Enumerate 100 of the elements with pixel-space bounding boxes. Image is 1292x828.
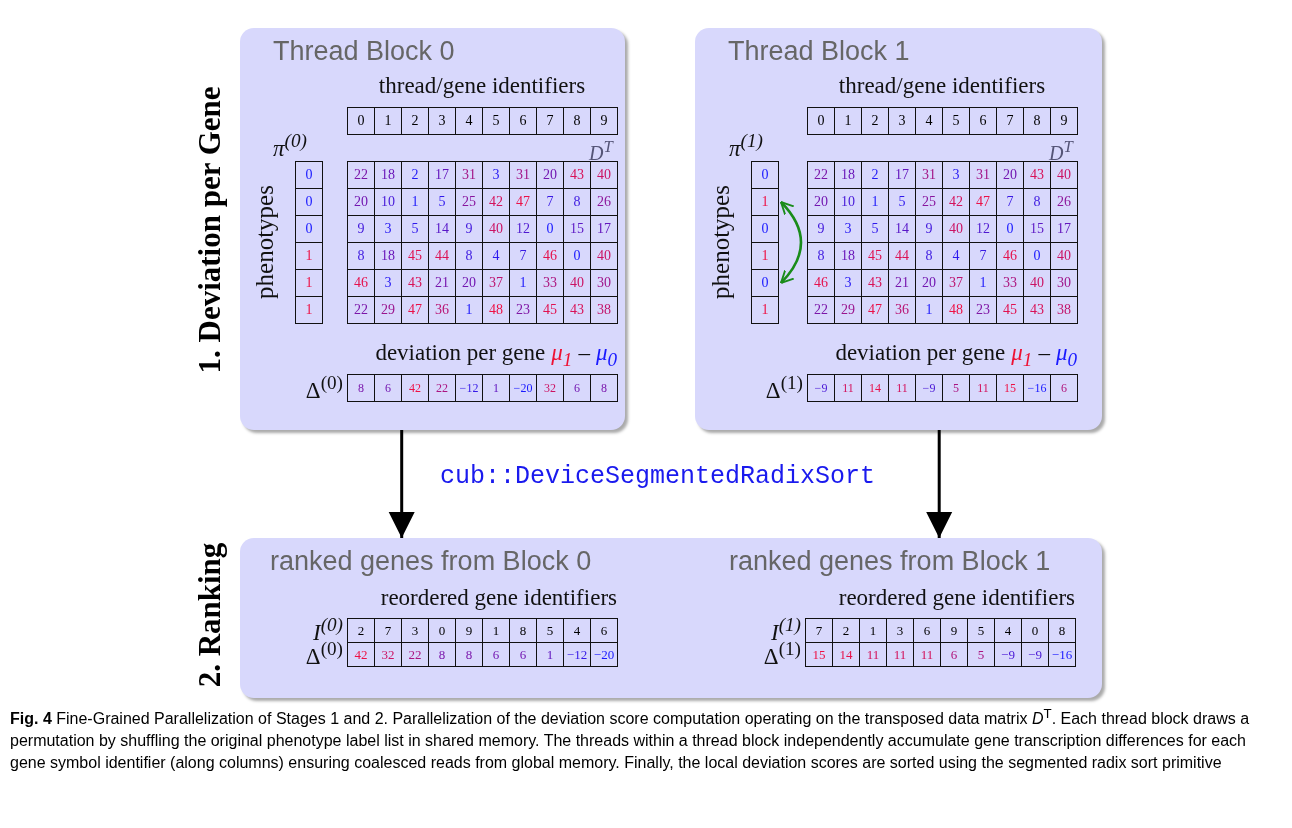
table-cell: −9 <box>915 374 943 402</box>
table-cell: 1 <box>295 296 323 324</box>
thread-block-panel <box>240 28 625 430</box>
table-cell: 7 <box>996 107 1024 135</box>
table-cell: −12 <box>455 374 483 402</box>
table-cell: 8 <box>347 374 375 402</box>
table-cell: 40 <box>1050 161 1078 189</box>
table-cell: 1 <box>751 188 779 216</box>
table-cell: 4 <box>455 107 483 135</box>
table-cell: 6 <box>1050 374 1078 402</box>
table-cell: 40 <box>590 161 618 189</box>
table-cell: 5 <box>942 107 970 135</box>
table-cell: 8 <box>590 374 618 402</box>
table-cell: 8 <box>1048 618 1076 643</box>
table-cell: 3 <box>888 107 916 135</box>
deviation-heading: deviation per gene <box>375 340 546 365</box>
permutation-symbol: π$^{(0)}$ <box>273 130 307 162</box>
table-cell: 38 <box>1050 296 1078 324</box>
table-cell: 11 <box>888 374 916 402</box>
table-cell: 8 <box>563 107 591 135</box>
table-cell: 9 <box>1050 107 1078 135</box>
table-cell: −16 <box>1048 642 1076 667</box>
table-cell: 6 <box>590 618 618 643</box>
formula-term: μ$_{1}$ <box>1011 340 1033 365</box>
table-cell: 0 <box>751 269 779 297</box>
table-cell: −20 <box>590 642 618 667</box>
formula-operator: – <box>578 340 590 365</box>
formula-term: μ$_{1}$ <box>551 340 573 365</box>
table-cell: 0 <box>347 107 375 135</box>
table-cell: 14 <box>861 374 889 402</box>
table-cell: 0 <box>295 188 323 216</box>
table-cell: 9 <box>590 107 618 135</box>
column-header: reordered gene identifiers <box>380 585 617 611</box>
panel-title: ranked genes from Block 0 <box>270 546 592 577</box>
table-cell: 1 <box>834 107 862 135</box>
table-cell: 0 <box>751 161 779 189</box>
table-cell: 42 <box>347 642 375 667</box>
thread-block-panel <box>695 28 1102 430</box>
table-cell: 0 <box>295 215 323 243</box>
table-cell: 22 <box>807 296 835 324</box>
column-header: thread/gene identifiers <box>838 73 1046 99</box>
table-cell: 7 <box>536 107 564 135</box>
stage-label: 1. Deviation per Gene <box>192 86 228 374</box>
table-cell: 11 <box>834 374 862 402</box>
delta-symbol: Δ$^{(1)}$ <box>765 372 803 404</box>
function-name: cub::DeviceSegmentedRadixSort <box>440 462 876 491</box>
matrix-symbol: D$^{T}$ <box>1049 136 1073 164</box>
table-cell: 15 <box>996 374 1024 402</box>
table-cell: 4 <box>915 107 943 135</box>
table-cell: −9 <box>807 374 835 402</box>
table-cell: 0 <box>751 215 779 243</box>
stage-label: 2. Ranking <box>192 542 228 688</box>
table-cell: 3 <box>428 107 456 135</box>
table-cell: 6 <box>509 107 537 135</box>
row-header: phenotypes <box>707 185 735 299</box>
table-cell: 6 <box>374 374 402 402</box>
column-header: reordered gene identifiers <box>838 585 1075 611</box>
table-cell: 6 <box>563 374 591 402</box>
panel-title: ranked genes from Block 1 <box>729 546 1051 577</box>
table-cell: 22 <box>347 161 375 189</box>
formula-operator: – <box>1038 340 1050 365</box>
table-cell: 32 <box>536 374 564 402</box>
table-cell: −20 <box>509 374 537 402</box>
table-cell: 1 <box>295 242 323 270</box>
delta-symbol: Δ$^{(0)}$ <box>305 372 343 404</box>
table-cell: 1 <box>751 296 779 324</box>
arrow <box>388 430 415 538</box>
table-cell: 2 <box>347 618 375 643</box>
table-cell: 22 <box>807 161 835 189</box>
figure-caption: Fig. 4 Fine-Grained Parallelization of Stages 1 and 2. Parallelization of the deviation score computation operating on the transposed data matrix D$^{T}$. Each thread block draws a permutation by shuffling the original phenotype label list in shared memory. The threads within a thread block independently accumulate gene transcription differences for each gene symbol identifier (along columns) ensuring coalesced reads from global memory. Finally, the local deviation scores are sorted using the segmented radix sort primitive <box>10 705 1251 774</box>
column-header: thread/gene identifiers <box>378 73 586 99</box>
table-cell: 0 <box>295 161 323 189</box>
table-cell: 1 <box>295 269 323 297</box>
table-cell: 1 <box>374 107 402 135</box>
table-cell: 6 <box>969 107 997 135</box>
table-cell: 22 <box>347 296 375 324</box>
matrix-symbol: D$^{T}$ <box>589 136 613 164</box>
arrow <box>780 201 803 284</box>
table-cell: 7 <box>805 618 833 643</box>
panel-title: Thread Block 1 <box>728 36 910 67</box>
table-cell: 5 <box>942 374 970 402</box>
arrow <box>926 430 953 538</box>
panel-title: Thread Block 0 <box>273 36 455 67</box>
table-cell: 42 <box>401 374 429 402</box>
table-cell: 0 <box>807 107 835 135</box>
table-cell: 1 <box>482 374 510 402</box>
formula-term: μ$_{0}$ <box>1055 340 1077 365</box>
ranking-panel <box>240 538 1102 698</box>
table-cell: 38 <box>590 296 618 324</box>
permutation-symbol: π$^{(1)}$ <box>729 130 763 162</box>
table-cell: 1 <box>751 242 779 270</box>
table-cell: 2 <box>401 107 429 135</box>
formula-term: μ$_{0}$ <box>595 340 617 365</box>
row-header: phenotypes <box>251 185 279 299</box>
deviation-heading: deviation per gene <box>835 340 1006 365</box>
table-cell: −16 <box>1023 374 1051 402</box>
table-cell: 11 <box>969 374 997 402</box>
table-cell: 5 <box>482 107 510 135</box>
table-cell: 8 <box>1023 107 1051 135</box>
table-cell: 22 <box>428 374 456 402</box>
